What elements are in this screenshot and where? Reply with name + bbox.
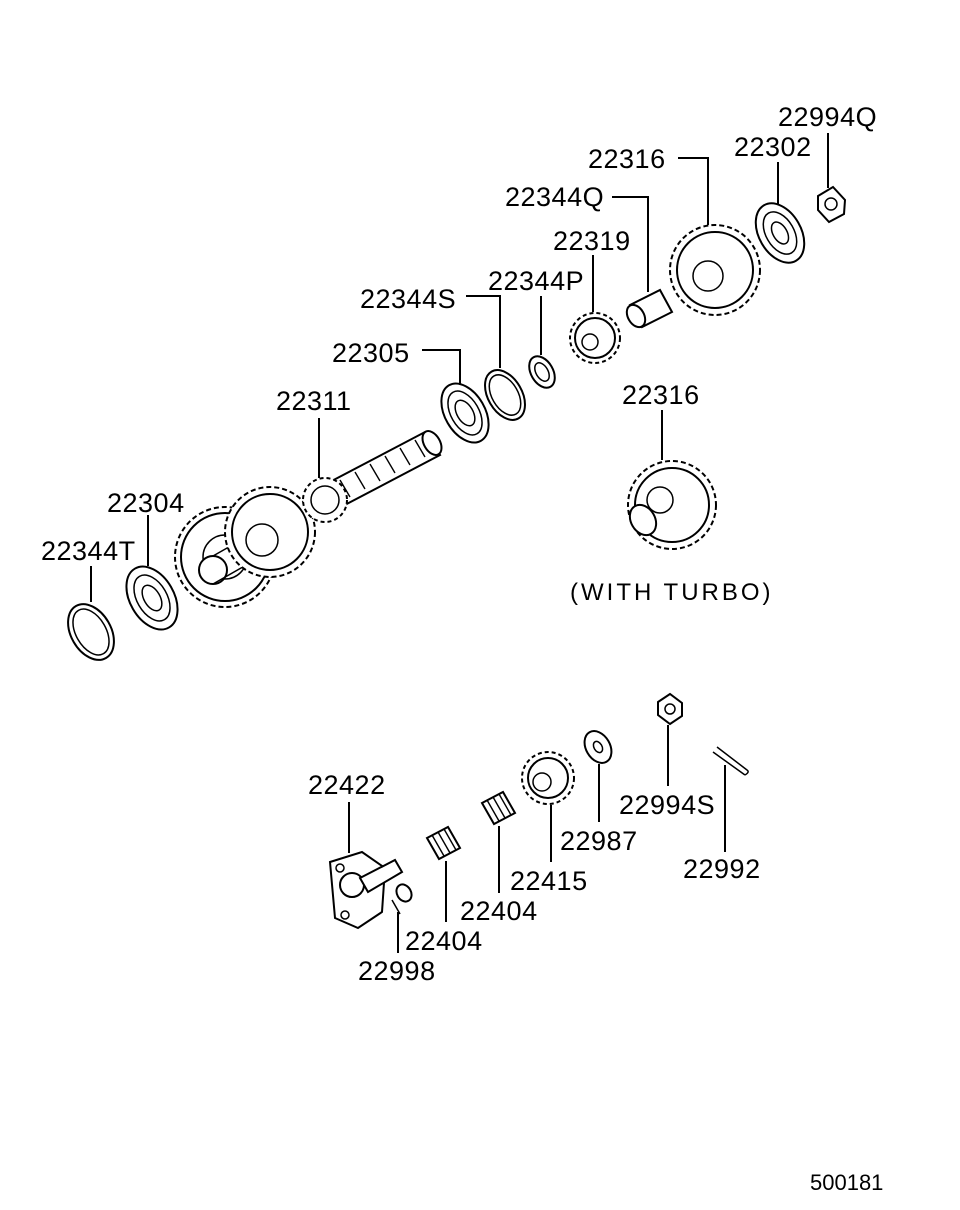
label-22415: 22415 — [510, 866, 588, 896]
label-22344Q: 22344Q — [505, 182, 604, 212]
label-22992: 22992 — [683, 854, 761, 884]
nut-22994Q — [817, 185, 847, 224]
gear-small-22319 — [569, 312, 621, 364]
spacer-22344P — [528, 355, 556, 389]
gear-22415 — [521, 751, 575, 805]
roller-bearing-22404-lower — [425, 825, 462, 861]
label-22305: 22305 — [332, 338, 410, 368]
label-22404-lower: 22404 — [405, 926, 483, 956]
drawing-number: 500181 — [810, 1170, 883, 1195]
main-shaft-22311 — [302, 430, 443, 523]
label-22319: 22319 — [553, 226, 631, 256]
bearing-22305 — [440, 382, 490, 444]
gear-large-22316-turbo — [627, 460, 717, 550]
label-22994Q: 22994Q — [778, 102, 877, 132]
label-22344S: 22344S — [360, 284, 456, 314]
label-22344T: 22344T — [41, 536, 136, 566]
label-22404-upper: 22404 — [460, 896, 538, 926]
label-22422: 22422 — [308, 770, 386, 800]
label-22998: 22998 — [358, 956, 436, 986]
cotter-pin-22992 — [712, 746, 749, 776]
nut-22994S — [657, 692, 683, 726]
bearing-22304 — [125, 565, 179, 631]
label-22987: 22987 — [560, 826, 638, 856]
with-turbo-note: (WITH TURBO) — [570, 579, 774, 606]
washer-22987 — [583, 730, 613, 764]
gear-large-22316-top — [669, 224, 761, 316]
gear-large-rear — [224, 486, 316, 578]
label-22304: 22304 — [107, 488, 185, 518]
label-22311: 22311 — [276, 386, 352, 416]
label-22344P: 22344P — [488, 266, 584, 296]
label-22994S: 22994S — [619, 790, 715, 820]
leader-lines — [90, 133, 829, 953]
snap-ring-22344S — [484, 369, 526, 421]
bracket-22422 — [328, 850, 404, 930]
label-22302: 22302 — [734, 132, 812, 162]
label-22316-top: 22316 — [588, 144, 666, 174]
label-22316-turbo: 22316 — [622, 380, 700, 410]
bolt-22998 — [391, 883, 413, 915]
sleeve-22344Q — [625, 288, 674, 329]
roller-bearing-22404-upper — [480, 790, 517, 826]
snap-ring-22344T — [67, 603, 115, 661]
bearing-22302 — [754, 202, 806, 264]
